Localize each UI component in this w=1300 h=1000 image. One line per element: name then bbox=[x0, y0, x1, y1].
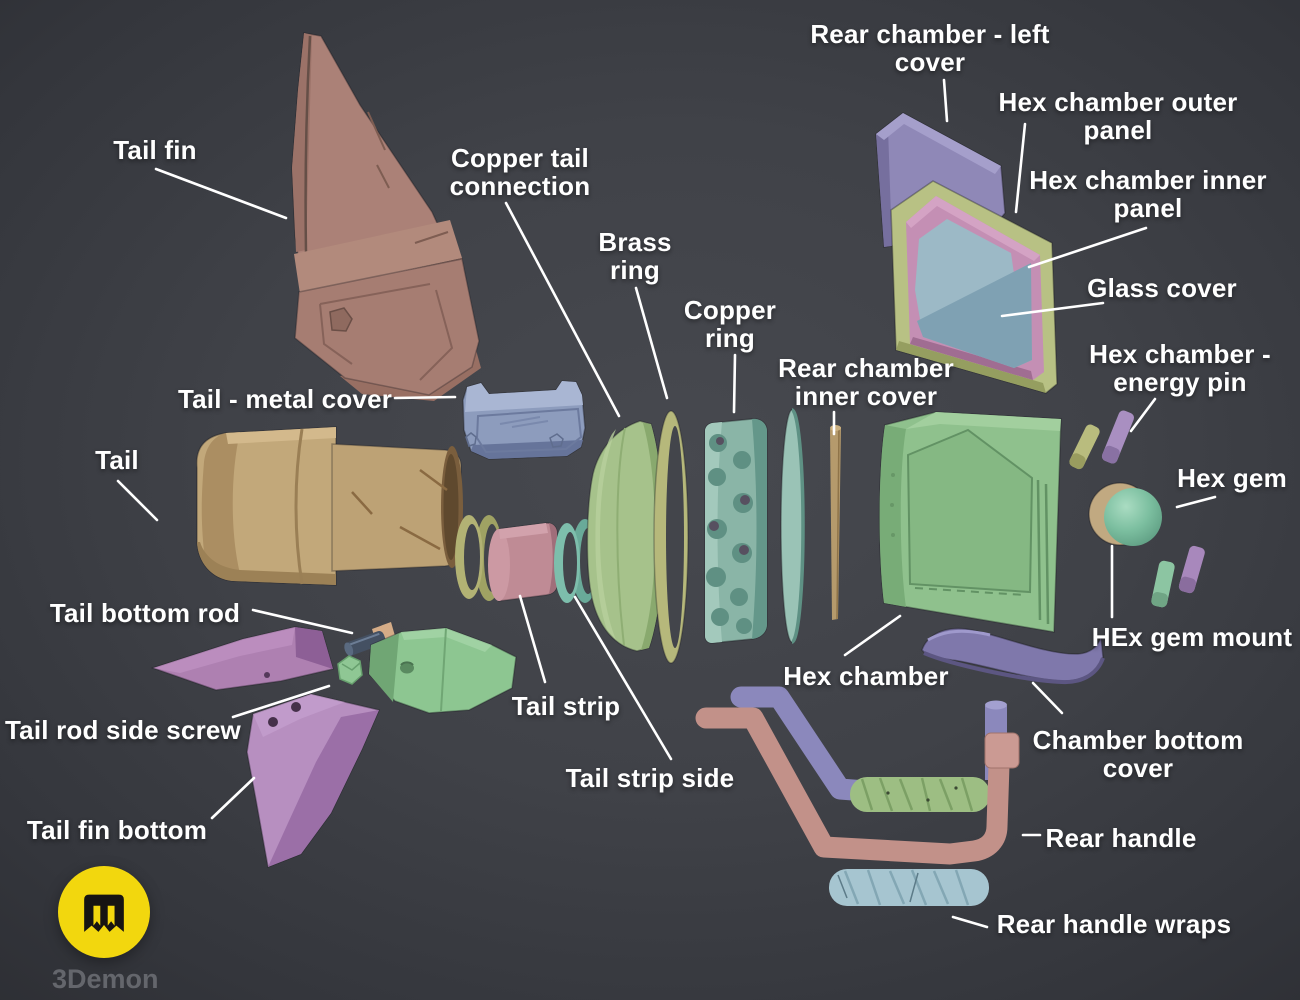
label-hex-gem: Hex gem bbox=[1177, 463, 1287, 493]
label-tail-strip: Tail strip bbox=[511, 691, 621, 721]
part-rear-handle-wrap-green bbox=[850, 777, 990, 812]
part-tail-bottom-bracket bbox=[368, 627, 517, 714]
part-rear-handle-wraps bbox=[829, 869, 989, 906]
part-tail-fin bbox=[291, 32, 481, 401]
part-tail bbox=[196, 426, 463, 586]
leader-glass-cover bbox=[1000, 301, 1105, 318]
label-tail-fin-bottom: Tail fin bottom bbox=[26, 815, 208, 845]
3demon-logo-mark bbox=[58, 866, 150, 958]
leader-rear-chamber-left-cover bbox=[942, 78, 949, 123]
part-rear-chamber-inner-cover bbox=[830, 425, 841, 620]
part-hex-chamber bbox=[878, 411, 1062, 633]
label-hex-chamber: Hex chamber bbox=[783, 661, 949, 691]
part-hex-chamber-energy-pins bbox=[1069, 410, 1135, 470]
part-copper-tail-connection bbox=[586, 420, 664, 652]
part-glass-cover bbox=[915, 219, 1032, 368]
leader-tail bbox=[116, 479, 159, 522]
leader-chamber-bottom-cover bbox=[1031, 681, 1064, 715]
label-rear-handle: Rear handle bbox=[1045, 823, 1197, 853]
leader-tail-bottom-rod bbox=[251, 608, 354, 635]
leader-tail-strip bbox=[518, 594, 547, 684]
part-gem-mount-pins bbox=[1151, 545, 1205, 608]
label-tail-strip-side: Tail strip side bbox=[565, 763, 735, 793]
leader-hex-chamber-energy-pin bbox=[1129, 397, 1157, 433]
part-tail-strip bbox=[488, 522, 558, 602]
leader-copper-tail-connection bbox=[504, 201, 621, 418]
label-tail-metal-cover: Tail - metal cover bbox=[177, 384, 393, 414]
label-tail-bottom-rod: Tail bottom rod bbox=[49, 598, 241, 628]
leader-hex-chamber bbox=[843, 614, 902, 657]
part-chamber-bottom-cover bbox=[921, 627, 1105, 685]
leader-rear-handle-wraps bbox=[951, 915, 989, 929]
3demon-logo: 3Demon bbox=[52, 866, 258, 995]
leader-tail-strip-side bbox=[573, 595, 673, 761]
leader-hex-gem bbox=[1175, 495, 1217, 509]
part-brass-ring bbox=[653, 410, 689, 664]
label-rear-handle-wraps: Rear handle wraps bbox=[996, 909, 1232, 939]
leader-tail-metal-cover bbox=[393, 395, 457, 400]
leader-hex-chamber-inner-panel bbox=[1027, 226, 1148, 269]
leader-lines bbox=[116, 78, 1217, 929]
leader-tail-rod-side-screw bbox=[231, 684, 331, 719]
leader-tail-fin-bottom bbox=[210, 776, 256, 820]
leader-tail-fin bbox=[154, 167, 288, 220]
leader-hex-chamber-outer-panel bbox=[1014, 122, 1027, 214]
leader-brass-ring bbox=[634, 286, 669, 400]
leader-copper-ring bbox=[732, 353, 737, 414]
label-glass-cover: Glass cover bbox=[1087, 273, 1237, 303]
3demon-logo-text: 3Demon bbox=[52, 964, 159, 994]
part-tail-rod-side-screw bbox=[337, 655, 363, 685]
part-copper-ring bbox=[704, 418, 768, 644]
label-tail-fin: Tail fin bbox=[113, 135, 197, 165]
demon-m-icon bbox=[84, 894, 124, 932]
label-hex-gem-mount: HEx gem mount bbox=[1091, 622, 1293, 652]
part-rear-handle bbox=[695, 707, 1020, 865]
label-hex-chamber-energy-pin: Hex chamber -energy pin bbox=[1089, 339, 1271, 397]
part-tail-fin-bottom-upper bbox=[150, 626, 334, 691]
part-hex-gem bbox=[1104, 488, 1162, 546]
label-tail-rod-side-screw: Tail rod side screw bbox=[5, 715, 241, 745]
part-tail-metal-cover bbox=[462, 380, 586, 460]
part-ring-disc bbox=[780, 408, 805, 644]
label-tail: Tail bbox=[95, 445, 139, 475]
part-tail-fin-bottom-lower bbox=[246, 693, 381, 869]
